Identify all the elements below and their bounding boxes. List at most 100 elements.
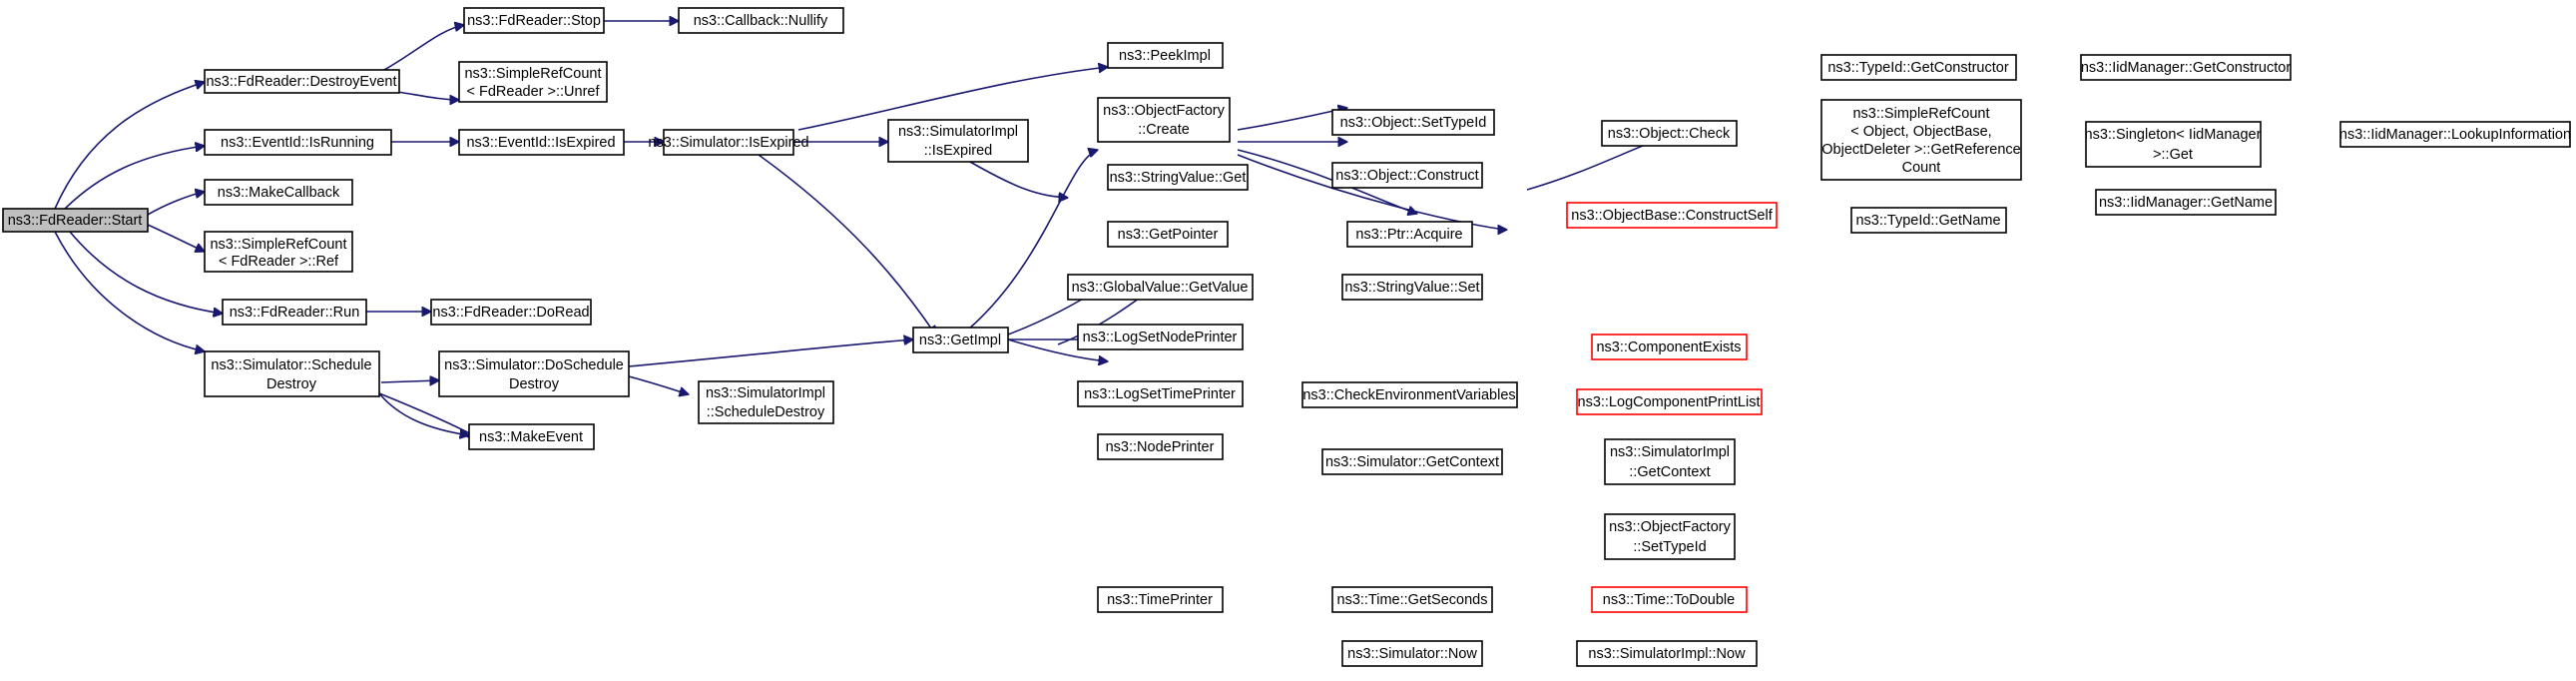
call-arrow xyxy=(383,25,464,71)
node-label: ns3::SimpleRefCount xyxy=(210,237,346,253)
node-get-impl[interactable]: ns3::GetImpl xyxy=(912,327,1009,353)
node-label: >::Get xyxy=(2153,147,2193,163)
node-label: ns3::Time::GetSeconds xyxy=(1337,592,1488,608)
node-label: ns3::Object::Check xyxy=(1608,126,1731,142)
node-iid-get-name[interactable]: ns3::IidManager::GetName xyxy=(2095,189,2277,216)
call-arrow xyxy=(380,380,439,382)
node-callback-nullify[interactable]: ns3::Callback::Nullify xyxy=(678,7,844,34)
node-make-callback[interactable]: ns3::MakeCallback xyxy=(204,179,353,206)
node-box xyxy=(1097,97,1231,143)
node-box xyxy=(463,7,605,34)
call-arrow xyxy=(797,67,1108,131)
node-box xyxy=(204,350,380,397)
node-object-set-type-id[interactable]: ns3::Object::SetTypeId xyxy=(1331,109,1495,136)
node-unref[interactable]: ns3::SimpleRefCount < FdReader >::Unref xyxy=(458,61,608,103)
call-arrow xyxy=(967,150,1098,331)
node-impl-now[interactable]: ns3::SimulatorImpl::Now xyxy=(1576,640,1758,667)
node-get-pointer[interactable]: ns3::GetPointer xyxy=(1107,221,1229,248)
node-impl-schedule-destroy[interactable]: ns3::SimulatorImpl ::ScheduleDestroy xyxy=(698,380,834,424)
node-impl-is-expired[interactable]: ns3::SimulatorImpl ::IsExpired xyxy=(887,119,1029,163)
node-box xyxy=(438,350,630,397)
node-label: ns3::GetPointer xyxy=(1118,227,1219,243)
node-label: ns3::FdReader::DoRead xyxy=(432,305,589,321)
node-impl-get-context[interactable]: ns3::SimulatorImpl ::GetContext xyxy=(1604,438,1736,485)
node-object-factory-create[interactable]: ns3::ObjectFactory ::Create xyxy=(1097,97,1231,143)
node-time-printer[interactable]: ns3::TimePrinter xyxy=(1097,586,1224,613)
node-node-printer[interactable]: ns3::NodePrinter xyxy=(1097,433,1224,460)
node-make-event[interactable]: ns3::MakeEvent xyxy=(468,423,595,450)
node-label: ns3::IidManager::GetConstructor xyxy=(2081,60,2292,76)
node-label: ns3::Simulator::IsExpired xyxy=(648,135,808,151)
call-arrow xyxy=(962,157,1068,198)
node-label: ns3::GlobalValue::GetValue xyxy=(1072,280,1249,296)
node-log-component-print-list[interactable]: ns3::LogComponentPrintList xyxy=(1576,388,1763,415)
node-label-line: Count xyxy=(1902,160,1941,176)
node-iid-lookup-information[interactable]: ns3::IidManager::LookupInformation xyxy=(2339,121,2571,148)
node-label: ns3::SimpleRefCount xyxy=(1852,106,1989,122)
node-check-env[interactable]: ns3::CheckEnvironmentVariables xyxy=(1301,381,1518,408)
call-arrow xyxy=(64,146,205,210)
node-box xyxy=(1591,586,1748,613)
node-label: ns3::Simulator::Schedule xyxy=(211,357,371,373)
node-get-reference-count[interactable]: ns3::SimpleRefCount < Object, ObjectBase… xyxy=(1820,99,2022,181)
node-label: < FdReader >::Ref xyxy=(219,254,339,270)
node-component-exists[interactable]: ns3::ComponentExists xyxy=(1591,334,1748,360)
node-time-get-seconds[interactable]: ns3::Time::GetSeconds xyxy=(1331,586,1493,613)
node-sim-get-context[interactable]: ns3::Simulator::GetContext xyxy=(1321,448,1503,475)
node-do-schedule-destroy[interactable]: ns3::Simulator::DoSchedule Destroy xyxy=(438,350,630,397)
call-arrow xyxy=(378,392,469,435)
node-singleton-get[interactable]: ns3::Singleton< IidManager >::Get xyxy=(2085,121,2262,168)
node-box xyxy=(1566,202,1778,229)
call-arrow xyxy=(54,82,205,210)
node-label: ns3::NodePrinter xyxy=(1106,439,1215,455)
node-label-line: < Object, ObjectBase, xyxy=(1850,124,1991,140)
node-box xyxy=(222,299,367,326)
node-label: ns3::EventId::IsRunning xyxy=(221,135,374,151)
node-reader-stop[interactable]: ns3::FdReader::Stop xyxy=(463,7,605,34)
node-sim-is-expired[interactable]: ns3::Simulator::IsExpired xyxy=(648,129,809,156)
node-object-check[interactable]: ns3::Object::Check xyxy=(1601,120,1738,147)
node-label: ns3::TypeId::GetName xyxy=(1855,213,2000,229)
node-ptr-acquire[interactable]: ns3::Ptr::Acquire xyxy=(1346,221,1473,248)
node-reader-run[interactable]: ns3::FdReader::Run xyxy=(222,299,367,326)
node-label: ns3::MakeCallback xyxy=(218,185,340,201)
node-ref[interactable]: ns3::SimpleRefCount < FdReader >::Ref xyxy=(204,231,353,273)
call-arrow xyxy=(69,231,223,314)
node-box xyxy=(2339,121,2571,148)
node-string-value-get[interactable]: ns3::StringValue::Get xyxy=(1107,164,1249,191)
node-schedule-destroy[interactable]: ns3::Simulator::Schedule Destroy xyxy=(204,350,380,397)
node-global-value-get[interactable]: ns3::GlobalValue::GetValue xyxy=(1067,274,1254,301)
node-destroy-event[interactable]: ns3::FdReader::DestroyEvent xyxy=(204,69,400,94)
node-label: ns3::FdReader::Run xyxy=(230,305,360,321)
node-construct-self[interactable]: ns3::ObjectBase::ConstructSelf xyxy=(1566,202,1778,229)
node-label: ns3::IidManager::LookupInformation xyxy=(2339,127,2571,143)
node-do-read[interactable]: ns3::FdReader::DoRead xyxy=(430,299,592,326)
node-string-value-set[interactable]: ns3::StringValue::Set xyxy=(1341,274,1483,301)
node-label: ns3::StringValue::Set xyxy=(1344,280,1479,296)
node-iid-get-constructor[interactable]: ns3::IidManager::GetConstructor xyxy=(2080,54,2292,81)
node-box xyxy=(912,327,1009,353)
call-arrow xyxy=(1237,154,1507,230)
node-label: ns3::MakeEvent xyxy=(479,429,583,445)
call-arrow xyxy=(758,154,936,336)
node-label-line: ObjectDeleter >::GetReference xyxy=(1821,142,2020,158)
node-log-set-node-printer[interactable]: ns3::LogSetNodePrinter xyxy=(1077,324,1244,350)
node-type-id-get-name[interactable]: ns3::TypeId::GetName xyxy=(1850,207,2007,234)
node-log-set-time-printer[interactable]: ns3::LogSetTimePrinter xyxy=(1077,380,1244,407)
node-start[interactable]: ns3::FdReader::Start xyxy=(2,208,149,233)
node-peek-impl[interactable]: ns3::PeekImpl xyxy=(1107,42,1224,69)
node-type-id-get-constructor[interactable]: ns3::TypeId::GetConstructor xyxy=(1820,54,2017,81)
node-label: ::GetContext xyxy=(1629,464,1710,480)
node-object-construct[interactable]: ns3::Object::Construct xyxy=(1331,162,1483,189)
node-to-double[interactable]: ns3::Time::ToDouble xyxy=(1591,586,1748,613)
node-label: ns3::Callback::Nullify xyxy=(694,13,828,29)
call-arrow xyxy=(628,375,689,394)
node-event-is-running[interactable]: ns3::EventId::IsRunning xyxy=(204,129,392,156)
node-object-factory-set-type-id[interactable]: ns3::ObjectFactory ::SetTypeId xyxy=(1604,513,1736,560)
node-sim-now[interactable]: ns3::Simulator::Now xyxy=(1341,640,1483,667)
node-label: ns3::Simulator::DoSchedule xyxy=(444,357,624,373)
node-box xyxy=(468,423,595,450)
node-event-is-expired[interactable]: ns3::EventId::IsExpired xyxy=(458,129,625,156)
node-box xyxy=(1820,54,2017,81)
call-arrow xyxy=(147,192,205,216)
